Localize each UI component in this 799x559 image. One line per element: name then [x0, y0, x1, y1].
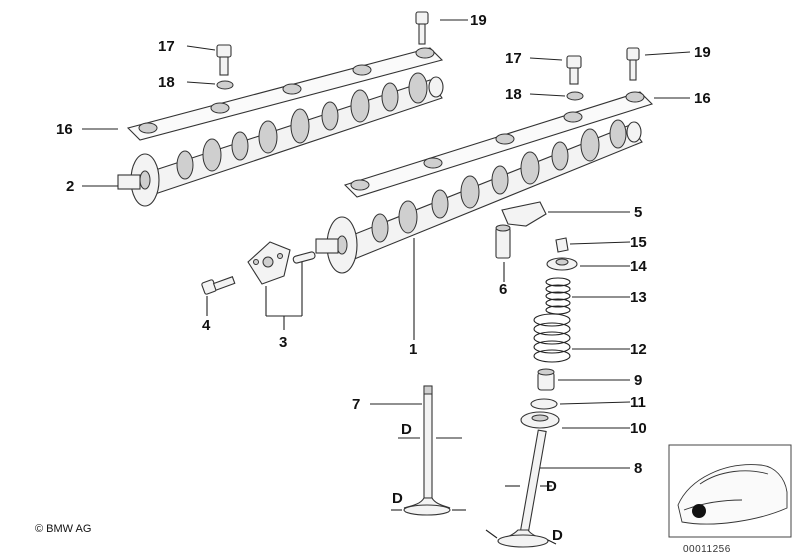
dimension-lines — [391, 437, 557, 545]
copyright: © BMW AG — [35, 523, 91, 535]
label-18-right: 18 — [505, 86, 522, 103]
camshaft-right — [315, 119, 643, 274]
diagram-number: 00011256 — [683, 544, 731, 555]
stem-seal-9 — [537, 368, 555, 391]
washer-18-left — [216, 80, 234, 90]
bolt-19-right — [626, 47, 640, 81]
label-5: 5 — [634, 204, 642, 221]
valve-7 — [403, 385, 451, 516]
label-15: 15 — [630, 234, 647, 251]
label-19-right: 19 — [694, 44, 711, 61]
vehicle-thumbnail — [668, 444, 792, 538]
dim-label-2: D — [392, 490, 403, 507]
label-9: 9 — [634, 372, 642, 389]
label-11: 11 — [630, 394, 646, 411]
bearing-bar-left — [126, 47, 444, 141]
spring-seat-11 — [530, 398, 558, 410]
dim-label-3: D — [546, 478, 557, 495]
label-13: 13 — [630, 289, 647, 306]
part-labels: 17 18 19 16 2 17 18 19 16 5 15 14 13 12 … — [56, 12, 711, 477]
label-6: 6 — [499, 281, 507, 298]
label-19-left: 19 — [470, 12, 487, 29]
spring-seat-10 — [520, 411, 560, 429]
dim-label-1: D — [401, 421, 412, 438]
label-18-left: 18 — [158, 74, 175, 91]
label-10: 10 — [630, 420, 647, 437]
label-7: 7 — [352, 396, 360, 413]
collets-15 — [555, 237, 569, 253]
inner-spring-13 — [545, 277, 571, 315]
camshaft-left — [117, 72, 444, 207]
label-16-right: 16 — [694, 90, 711, 107]
bolt-4 — [201, 276, 236, 295]
location-marker-icon — [692, 504, 706, 518]
flange-3 — [247, 241, 291, 285]
rocker-5 — [501, 201, 547, 227]
dimension-labels: D D D D — [392, 421, 563, 544]
bolt-19-left — [415, 11, 429, 45]
valve-8 — [497, 429, 549, 548]
label-2: 2 — [66, 178, 74, 195]
outer-spring-12 — [533, 313, 571, 363]
label-17-left: 17 — [158, 38, 175, 55]
bolt-17-right — [566, 55, 582, 85]
bearing-bar-right — [343, 91, 654, 198]
label-14: 14 — [630, 258, 647, 275]
dowel-pin — [292, 251, 316, 264]
label-16-left: 16 — [56, 121, 73, 138]
bolt-17-left — [216, 44, 232, 76]
label-17-right: 17 — [505, 50, 522, 67]
leader-lines — [82, 19, 691, 469]
washer-18-right — [566, 91, 584, 101]
label-12: 12 — [630, 341, 647, 358]
spring-retainer-14 — [546, 257, 578, 271]
label-3: 3 — [279, 334, 287, 351]
label-1: 1 — [409, 341, 417, 358]
label-4: 4 — [202, 317, 211, 334]
tappet-6 — [495, 224, 511, 259]
label-8: 8 — [634, 460, 642, 477]
dim-label-4: D — [552, 527, 563, 544]
